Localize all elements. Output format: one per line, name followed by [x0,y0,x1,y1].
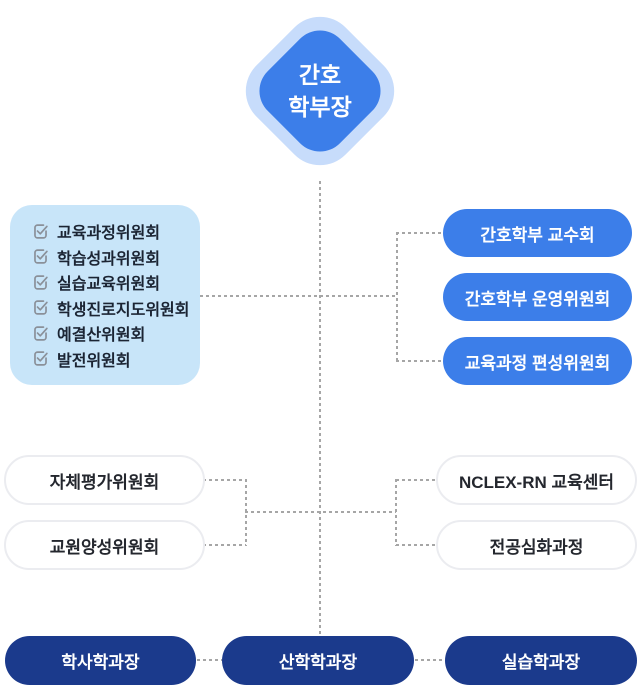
chair-pill-academic: 학사학과장 [5,636,196,685]
committee-item-label: 예결산위원회 [57,327,146,345]
checkbox-icon [34,300,48,316]
chair-pill-practicum: 실습학과장 [445,636,637,685]
connector-faculty-branch-top [396,232,443,234]
checkbox-icon [34,351,48,367]
committee-box: 교육과정위원회 학습성과위원회 실습교육위원회 학생진로지도위원회 예결산위원회… [10,205,200,385]
connector-program-bracket-vertical [395,479,397,546]
connector-faculty-branch-bottom [396,360,443,362]
connector-main-horizontal [200,295,397,297]
program-pill-nclex: NCLEX-RN 교육센터 [436,455,637,505]
committee-item: 예결산위원회 [32,321,192,345]
committee-item: 발전위원회 [32,347,192,371]
committee-list: 교육과정위원회 학습성과위원회 실습교육위원회 학생진로지도위원회 예결산위원회… [32,219,192,371]
checkbox-icon [34,274,48,290]
committee-item: 학생진로지도위원회 [32,296,192,320]
connector-middle-horizontal [245,511,396,513]
checkbox-icon [34,326,48,341]
eval-pill-self-evaluation: 자체평가위원회 [4,455,205,505]
committee-item-label: 교육과정위원회 [57,225,161,242]
faculty-pill-professors: 간호학부 교수회 [443,209,632,257]
checkbox-icon [34,223,48,239]
connector-chairs-left [197,659,222,661]
connector-eval-branch-bottom [203,544,246,546]
faculty-pill-steering: 간호학부 운영위원회 [443,273,632,321]
committee-item-label: 실습교육위원회 [57,276,161,294]
committee-item: 실습교육위원회 [32,270,192,294]
eval-pill-teacher-training: 교원양성위원회 [4,520,205,570]
program-pill-advanced-major: 전공심화과정 [436,520,637,570]
faculty-pill-curriculum: 교육과정 편성위원회 [443,337,632,385]
committee-item-label: 발전위원회 [57,352,131,370]
dean-title-line1: 간호 [298,62,342,88]
connector-center-vertical [319,181,321,636]
connector-program-branch-top [396,479,438,481]
committee-item-label: 학습성과위원회 [57,250,161,268]
dean-title-line2: 학부장 [288,94,352,120]
committee-item-label: 학생진로지도위원회 [57,301,190,319]
connector-program-branch-bottom [396,544,438,546]
checkbox-icon [34,249,48,264]
committee-item: 교육과정위원회 [32,219,192,243]
chair-pill-industry: 산학학과장 [222,636,414,685]
committee-item: 학습성과위원회 [32,245,192,269]
connector-faculty-bracket-vertical [396,232,398,362]
connector-chairs-right [415,659,445,661]
connector-eval-branch-top [203,479,246,481]
dean-title: 간호 학부장 [250,59,390,123]
